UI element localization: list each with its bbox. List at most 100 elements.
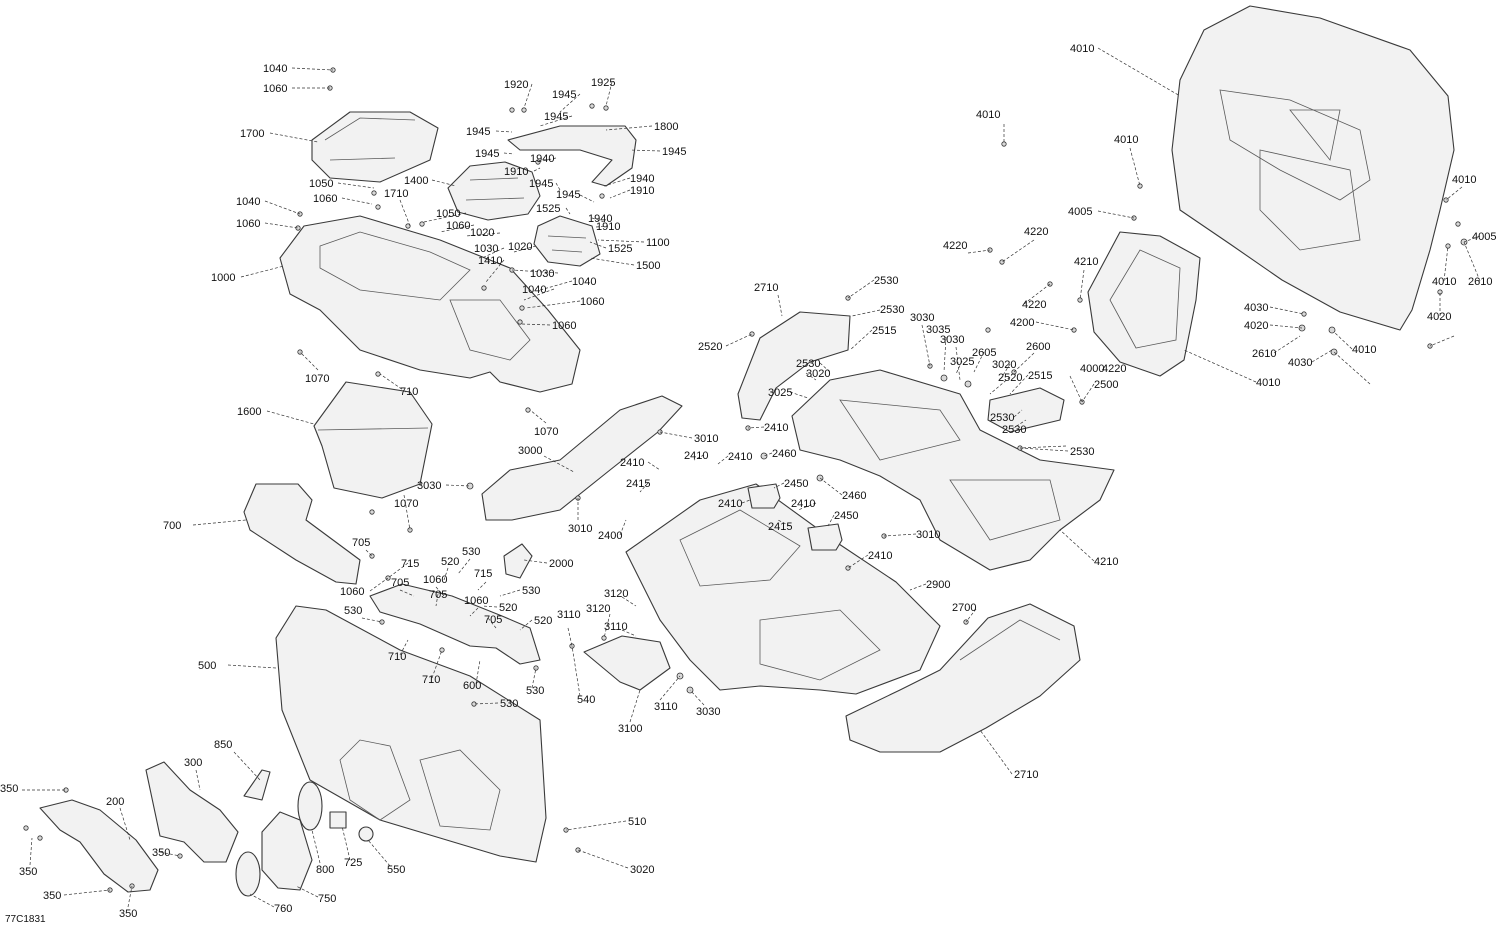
leader-line — [999, 363, 1011, 381]
leader-line — [403, 494, 411, 531]
leader-line — [725, 333, 753, 347]
callout-label: 3110 — [557, 609, 581, 621]
leader-line — [565, 207, 571, 215]
leader-line — [789, 391, 809, 399]
callout-label: 1410 — [478, 255, 502, 267]
leader-line — [1019, 447, 1069, 452]
callout-label: 550 — [387, 864, 405, 876]
leader-line — [819, 362, 831, 373]
leader-line — [847, 279, 875, 299]
callout-label: 1050 — [436, 208, 460, 220]
callout-label: 1920 — [504, 79, 528, 91]
leader-line — [717, 455, 729, 465]
leader-line — [619, 519, 627, 536]
callout-label: 530 — [526, 685, 544, 697]
leader-line — [1019, 445, 1067, 449]
hardware-layer — [23, 67, 1468, 893]
callout-label: 1060 — [340, 586, 364, 598]
callout-label: 705 — [484, 614, 502, 626]
leader-line — [399, 639, 409, 656]
leader-line — [369, 577, 389, 592]
drawing-reference: 77C1831 — [5, 914, 46, 925]
leader-line — [847, 554, 869, 569]
leader-line — [1035, 321, 1075, 331]
part-500-dash-panel — [275, 605, 547, 863]
part-3100-bracket — [583, 635, 671, 691]
part-4200-side-panel — [1087, 231, 1201, 377]
callout-label: 4220 — [943, 240, 967, 252]
leader-line — [537, 157, 557, 163]
part-600-floor-panel — [369, 583, 541, 665]
callout-label: 2415 — [768, 521, 792, 533]
callout-label: 510 — [628, 816, 646, 828]
callout-label: 350 — [43, 890, 61, 902]
leader-line — [513, 245, 537, 253]
callout-label: 4030 — [1244, 302, 1268, 314]
callout-label: 2530 — [880, 304, 904, 316]
leader-line — [533, 167, 541, 172]
callout-label: 3010 — [916, 529, 940, 541]
callout-label: 350 — [19, 866, 37, 878]
leader-line — [423, 212, 467, 223]
part-200-air-duct — [39, 799, 159, 893]
callout-label: 3025 — [768, 387, 792, 399]
callout-label: 2450 — [784, 478, 808, 490]
leader-line — [555, 182, 561, 191]
leader-line — [621, 629, 637, 637]
callout-label: 2515 — [872, 325, 896, 337]
leader-line — [523, 288, 555, 301]
leader-line — [1013, 352, 1035, 373]
leader-line — [1429, 335, 1455, 347]
callout-label: 1100 — [646, 237, 670, 249]
callout-label: 1945 — [475, 148, 499, 160]
callout-label: 4005 — [1472, 231, 1496, 243]
callout-label: 1060 — [263, 83, 287, 95]
leader-line — [523, 559, 548, 564]
leader-line — [539, 115, 573, 127]
leader-line — [805, 372, 817, 381]
leader-line — [989, 376, 1011, 395]
callout-label: 705 — [352, 537, 370, 549]
callout-label: 4010 — [1114, 134, 1138, 146]
leader-line — [1001, 239, 1035, 263]
leader-line — [159, 851, 181, 857]
part-1500-bracket — [533, 215, 601, 267]
part-1600-bin — [313, 381, 433, 499]
callout-label: 1050 — [309, 178, 333, 190]
callout-label: 1040 — [263, 63, 287, 75]
leader-line — [249, 893, 275, 908]
leader-line — [741, 499, 751, 504]
callout-label: 3030 — [910, 312, 934, 324]
callout-label: 3110 — [654, 701, 678, 713]
callout-label: 500 — [198, 660, 216, 672]
part-850-vent — [243, 769, 271, 801]
callout-label: 4220 — [1102, 363, 1126, 375]
callout-label: 4020 — [1427, 311, 1451, 323]
callout-label: 1060 — [580, 296, 604, 308]
leader-line — [605, 81, 613, 107]
leader-line — [264, 222, 299, 229]
callout-label: 1070 — [394, 498, 418, 510]
leader-line — [777, 294, 783, 317]
callout-label: 1020 — [508, 241, 532, 253]
leader-line — [1273, 335, 1301, 354]
leader-line — [689, 689, 705, 706]
leader-line — [621, 596, 637, 607]
callout-label: 4010 — [976, 109, 1000, 121]
leader-line — [291, 67, 334, 71]
leader-line — [647, 461, 661, 471]
leader-line — [477, 581, 487, 591]
leader-line — [777, 519, 791, 527]
callout-label: 1945 — [662, 146, 686, 158]
leader-line — [597, 239, 645, 243]
part-1700-cover — [311, 111, 439, 183]
callout-label: 1710 — [384, 188, 408, 200]
callout-label: 2460 — [842, 490, 866, 502]
callout-label: 1070 — [534, 426, 558, 438]
leader-line — [773, 482, 785, 489]
leader-line — [1333, 351, 1371, 385]
leader-line — [1443, 245, 1449, 282]
callout-label: 2610 — [1468, 276, 1492, 288]
leader-line — [473, 702, 499, 705]
